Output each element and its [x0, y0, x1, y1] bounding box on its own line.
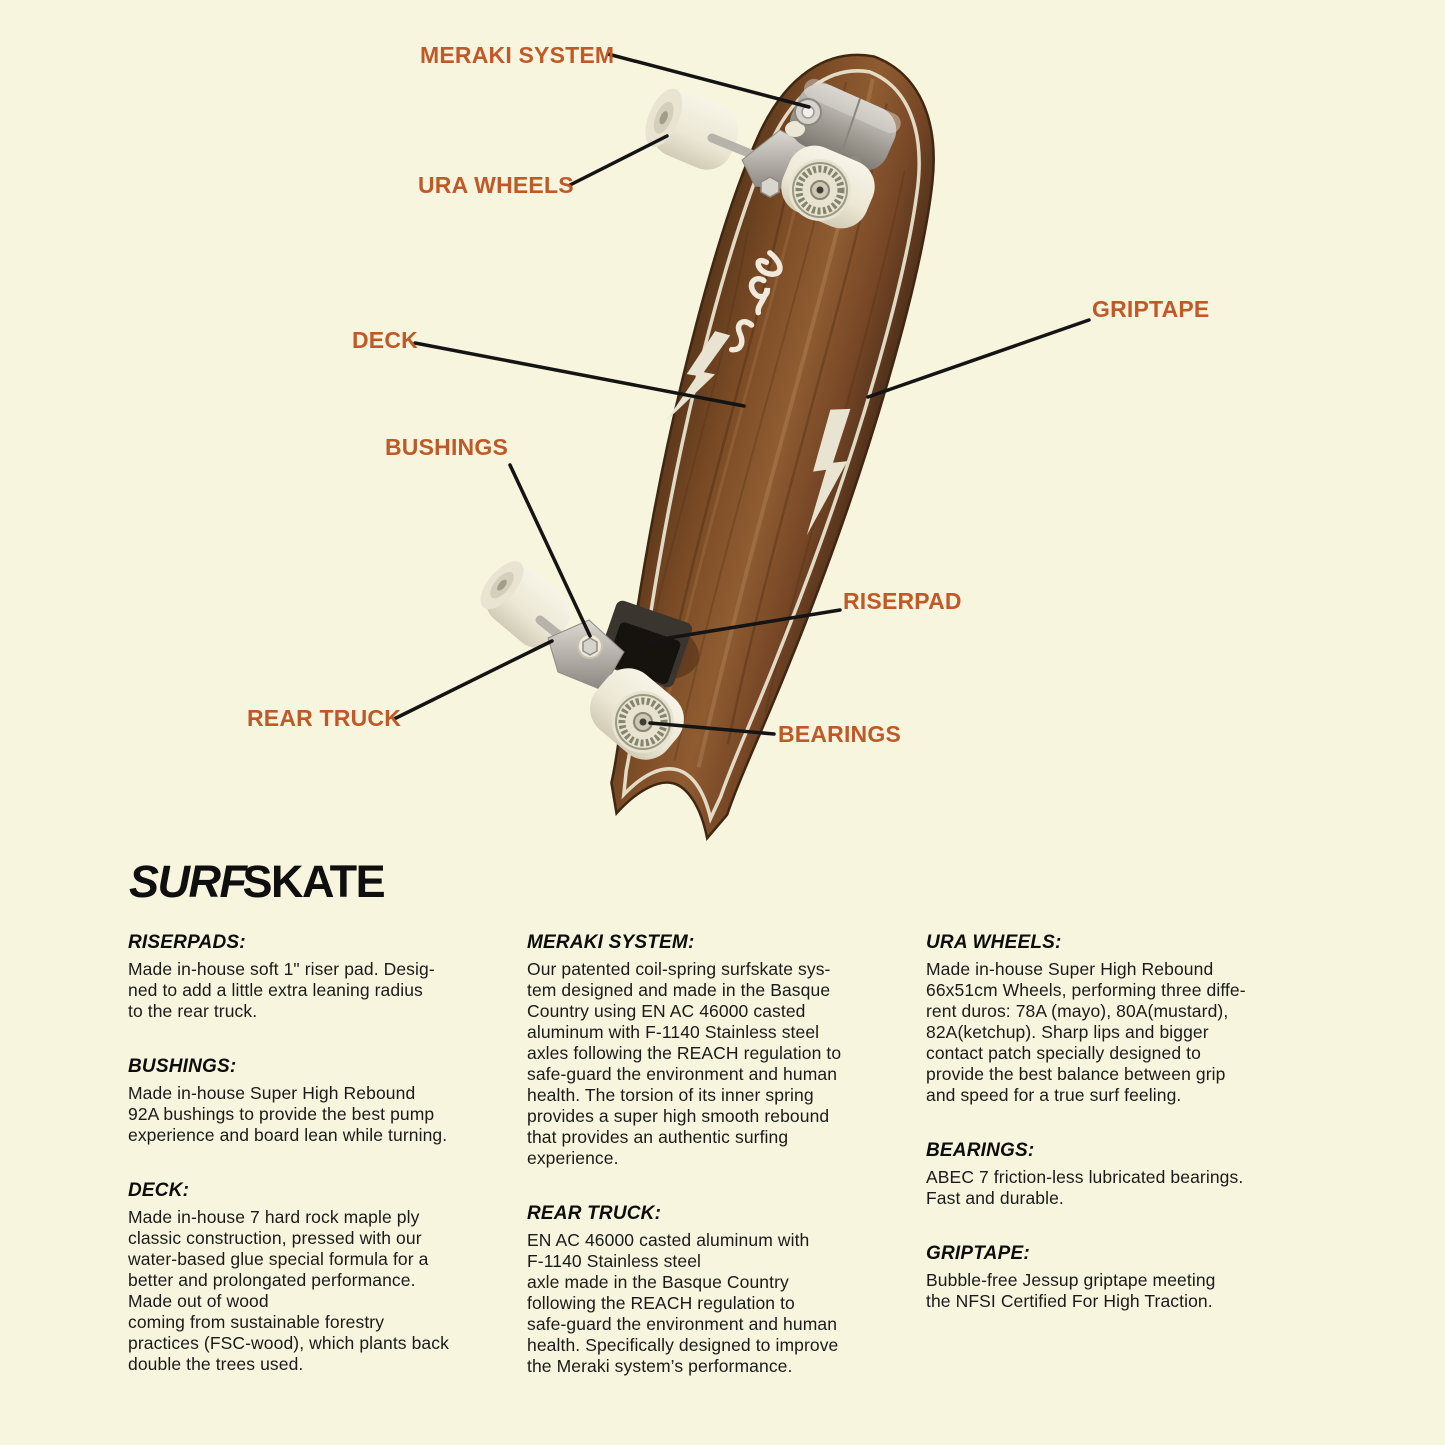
section-griptape: GRIPTAPE: Bubble-free Jessup griptape me… — [926, 1243, 1298, 1312]
section-bearings: BEARINGS: ABEC 7 friction-less lubricate… — [926, 1140, 1298, 1209]
section-bushings: BUSHINGS: Made in-house Super High Rebou… — [128, 1056, 526, 1146]
section-body: ABEC 7 friction-less lubricated bearings… — [926, 1167, 1244, 1208]
callout-riserpad: RISERPAD — [843, 588, 962, 614]
section-deck: DECK: Made in-house 7 hard rock maple pl… — [128, 1180, 526, 1375]
column-3: URA WHEELS: Made in-house Super High Reb… — [926, 932, 1298, 1346]
page-title: SURFSKATE — [129, 856, 386, 908]
section-body: Made in-house soft 1" riser pad. Desig- … — [128, 959, 435, 1021]
section-heading: REAR TRUCK: — [527, 1203, 662, 1224]
section-heading: RISERPADS: — [128, 932, 246, 953]
callout-deck: DECK — [352, 327, 418, 353]
callout-meraki-system: MERAKI SYSTEM — [420, 42, 615, 68]
column-1: RISERPADS: Made in-house soft 1" riser p… — [128, 932, 526, 1409]
callout-griptape: GRIPTAPE — [1092, 296, 1210, 322]
callout-bushings: BUSHINGS — [385, 434, 509, 460]
section-heading: BEARINGS: — [926, 1140, 1035, 1161]
front-far-wheel — [645, 88, 739, 170]
section-heading: DECK: — [128, 1180, 190, 1201]
section-body: Bubble-free Jessup griptape meeting the … — [926, 1270, 1216, 1311]
section-body: Made in-house 7 hard rock maple ply clas… — [128, 1207, 449, 1374]
kingpin-nut — [582, 637, 598, 656]
callout-ura-wheels: URA WHEELS — [418, 172, 574, 198]
section-body: Our patented coil-spring surfskate sys- … — [527, 959, 842, 1168]
hanger-nut — [760, 176, 780, 198]
section-heading: URA WHEELS: — [926, 932, 1062, 953]
section-body: Made in-house Super High Rebound 66x51cm… — [926, 959, 1246, 1105]
section-heading: GRIPTAPE: — [926, 1243, 1030, 1264]
section-heading: BUSHINGS: — [128, 1056, 237, 1077]
section-riserpads: RISERPADS: Made in-house soft 1" riser p… — [128, 932, 526, 1022]
surfskate-photo — [480, 53, 935, 842]
section-body: Made in-house Super High Rebound 92A bus… — [128, 1083, 448, 1145]
callout-rear-truck: REAR TRUCK — [247, 705, 402, 731]
callout-bearings: BEARINGS — [778, 721, 902, 747]
column-2: MERAKI SYSTEM: Our patented coil-spring … — [527, 932, 907, 1411]
deck-pinstripe — [621, 69, 921, 824]
title-skate: SKATE — [242, 856, 386, 907]
title-surf: SURF — [129, 856, 247, 907]
section-rear-truck: REAR TRUCK: EN AC 46000 casted aluminum … — [527, 1203, 907, 1377]
section-meraki-system: MERAKI SYSTEM: Our patented coil-spring … — [527, 932, 907, 1169]
bearing-graphic-front — [795, 165, 845, 215]
section-ura-wheels: URA WHEELS: Made in-house Super High Reb… — [926, 932, 1298, 1106]
section-heading: MERAKI SYSTEM: — [527, 932, 695, 953]
section-body: EN AC 46000 casted aluminum with F-1140 … — [527, 1230, 839, 1376]
